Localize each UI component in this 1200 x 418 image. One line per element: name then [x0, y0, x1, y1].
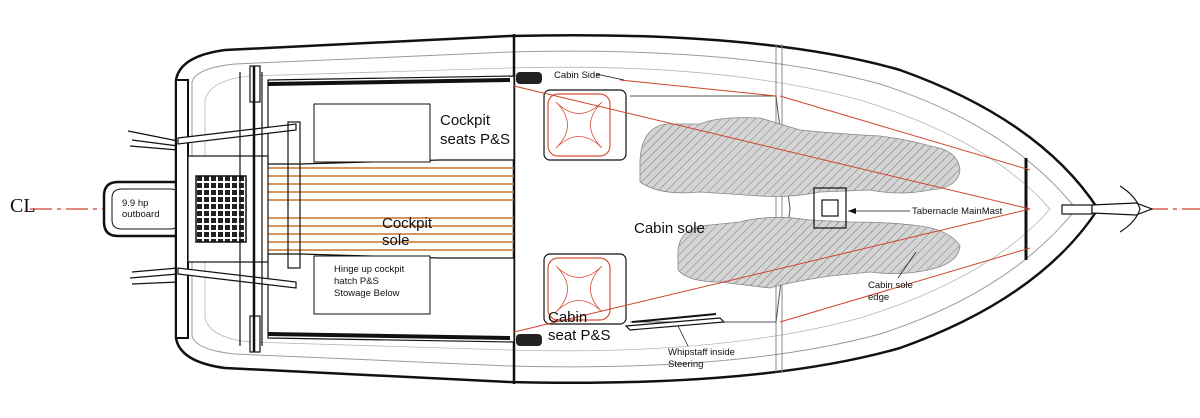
whipstaff: [624, 313, 726, 331]
tabernacle: [813, 187, 910, 229]
cockpit-sole-label-1: Cockpit: [382, 215, 433, 232]
hatch-label-1: Hinge up cockpit: [334, 264, 405, 275]
cabin-seat-label-2: seat P&S: [548, 327, 611, 344]
tabernacle-label: Tabernacle MainMast: [912, 206, 1003, 217]
figure-starboard: [639, 117, 961, 197]
cabin-sole-edge-label-2: edge: [868, 292, 889, 303]
cockpit-sole-slats: [268, 167, 514, 251]
transom: [175, 79, 189, 339]
cabin-sole-edge-label-1: Cabin sole: [868, 280, 913, 291]
outboard-label-2: outboard: [122, 209, 160, 220]
whipstaff-label-1: Whipstaff inside: [668, 347, 735, 358]
cabin-side-label: Cabin Side: [554, 70, 600, 81]
hatch-label-3: Stowage Below: [334, 288, 400, 299]
outboard-label-1: 9.9 hp: [122, 198, 148, 209]
cabin-seat-starboard: [543, 89, 627, 161]
centerline-label: CL: [10, 195, 36, 217]
drain-grate: [195, 175, 247, 243]
figure-port: [677, 217, 961, 289]
whipstaff-label-2: Steering: [668, 359, 703, 370]
bow-fitting: [1061, 185, 1154, 233]
tiller-bars: [177, 65, 301, 353]
cockpit-seats-label-2: seats P&S: [440, 131, 510, 148]
construction-lines: [513, 79, 1031, 333]
cabin-sole-label: Cabin sole: [634, 220, 705, 237]
cockpit-sole-label-2: sole: [382, 232, 410, 249]
cabin-seat-label-1: Cabin: [548, 309, 587, 326]
cockpit-seats-label-1: Cockpit: [440, 112, 491, 129]
cabin-seat-port: [543, 253, 627, 325]
cockpit-seat-panel: [313, 103, 431, 163]
hatch-label-2: hatch P&S: [334, 276, 379, 287]
cabin-sole-outline: [630, 95, 791, 323]
cockpit-hatch-panel: [313, 255, 431, 315]
stern-fittings: [127, 130, 179, 285]
